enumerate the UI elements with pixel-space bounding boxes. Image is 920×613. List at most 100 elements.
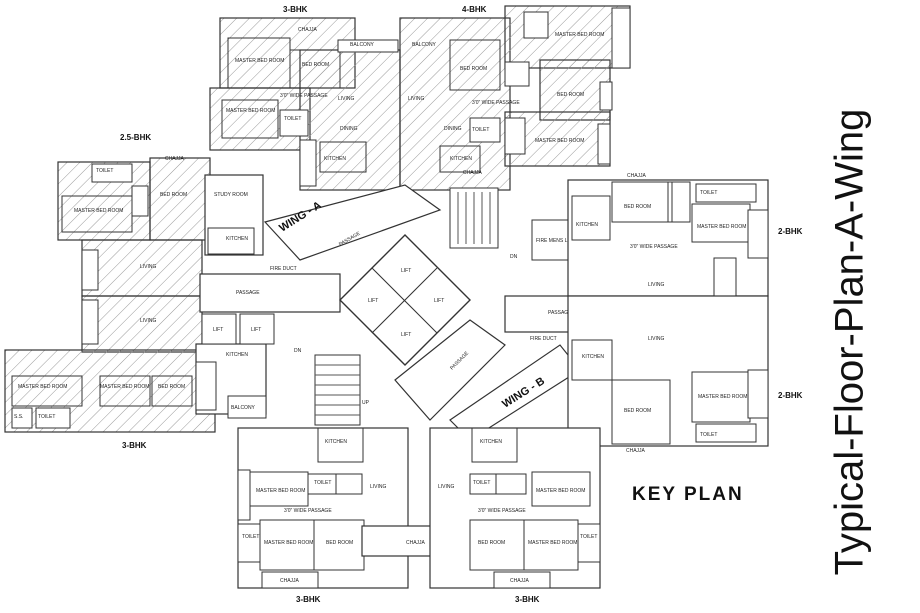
label-bed-room: BED ROOM [557, 92, 584, 98]
label-kitchen: KITCHEN [226, 236, 248, 242]
label-master-bed-room: MASTER BED ROOM [235, 58, 284, 64]
label-kitchen: KITCHEN [226, 352, 248, 358]
label-balcony: BALCONY [350, 42, 375, 48]
label-bed-room: BED ROOM [460, 66, 487, 72]
label-bed-room: BED ROOM [624, 204, 651, 210]
page-title: Typical-Floor-Plan-A-Wing [827, 108, 872, 576]
label-master-bed-room: MASTER BED ROOM [698, 394, 747, 400]
flat-type-bottom-left: 3-BHK [122, 441, 147, 450]
label-chajja: CHAJJA [626, 448, 646, 454]
label-fire-mens-lift: FIRE MENS LIFT [536, 238, 575, 244]
label-balcony: BALCONY [231, 405, 256, 411]
label-wide-passage: 3'0" WIDE PASSAGE [630, 244, 678, 250]
label-bed-room: BED ROOM [160, 192, 187, 198]
label-wide-passage: 3'0" WIDE PASSAGE [284, 508, 332, 514]
label-chajja: CHAJJA [627, 173, 647, 179]
label-toilet: TOILET [314, 480, 331, 486]
label-toilet: TOILET [284, 116, 301, 122]
label-bed-room: BED ROOM [478, 540, 505, 546]
label-fire-duct: FIRE DUCT [530, 336, 557, 342]
label-toilet: TOILET [242, 534, 259, 540]
label-master-bed-room: MASTER BED ROOM [74, 208, 123, 214]
label-living: LIVING [140, 318, 157, 324]
label-dn: DN [294, 348, 302, 354]
label-ss: S.S. [14, 414, 23, 420]
unit-bottom-3bhk-1: KITCHEN LIVING MASTER BED ROOM TOILET 3'… [237, 427, 409, 589]
flat-type-bottom-2: 3-BHK [515, 595, 540, 604]
unit-right-bottom-2bhk: LIVING KITCHEN BED ROOM MASTER BED ROOM … [567, 295, 769, 454]
unit-top-left-3bhk: CHAJJA BALCONY MASTER BED ROOM BED ROOM … [209, 17, 401, 191]
label-lift: LIFT [401, 268, 411, 274]
unit-left-2.5bhk: CHAJJA TOILET MASTER BED ROOM BED ROOM S… [57, 156, 264, 297]
label-toilet: TOILET [96, 168, 113, 174]
label-wide-passage: 3'0" WIDE PASSAGE [478, 508, 526, 514]
label-living: LIVING [140, 264, 157, 270]
label-living: LIVING [408, 96, 425, 102]
label-lift: LIFT [401, 332, 411, 338]
label-passage: PASSAGE [548, 310, 572, 316]
label-kitchen: KITCHEN [480, 439, 502, 445]
label-bed-room: BED ROOM [302, 62, 329, 68]
unit-bottom-3bhk-2: KITCHEN LIVING TOILET MASTER BED ROOM 3'… [429, 427, 601, 589]
label-lift: LIFT [251, 327, 261, 333]
label-living: LIVING [438, 484, 455, 490]
flat-type-bottom-1: 3-BHK [296, 595, 321, 604]
label-dining: DINING [444, 126, 462, 132]
label-living: LIVING [370, 484, 387, 490]
label-chajja: CHAJJA [406, 540, 426, 546]
label-toilet: TOILET [473, 480, 490, 486]
label-master-bed-room: MASTER BED ROOM [226, 108, 275, 114]
label-lift: LIFT [368, 298, 378, 304]
label-master-bed-room: MASTER BED ROOM [555, 32, 604, 38]
label-kitchen: KITCHEN [582, 354, 604, 360]
label-living: LIVING [648, 336, 665, 342]
key-plan-label: KEY PLAN [632, 484, 744, 505]
flat-type-top-right: 4-BHK [462, 5, 487, 14]
label-master-bed-room: MASTER BED ROOM [264, 540, 313, 546]
label-lift: LIFT [213, 327, 223, 333]
label-master-bed-room: MASTER BED ROOM [18, 384, 67, 390]
label-passage: PASSAGE [236, 290, 260, 296]
label-kitchen: KITCHEN [325, 439, 347, 445]
central-core: WING - A PASSAGE PASSAGE LIFT LIFT LIFT … [199, 184, 626, 441]
label-kitchen: KITCHEN [576, 222, 598, 228]
label-master-bed-room: MASTER BED ROOM [100, 384, 149, 390]
label-balcony: BALCONY [412, 42, 437, 48]
unit-bottom-left-3bhk: LIVING MASTER BED ROOM MASTER BED ROOM B… [4, 295, 267, 433]
flat-type-left: 2.5-BHK [120, 133, 151, 142]
label-bed-room: BED ROOM [158, 384, 185, 390]
label-living: LIVING [648, 282, 665, 288]
label-dining: DINING [340, 126, 358, 132]
label-kitchen: KITCHEN [324, 156, 346, 162]
flat-type-top-left: 3-BHK [283, 5, 308, 14]
label-master-bed-room: MASTER BED ROOM [535, 138, 584, 144]
label-chajja: CHAJJA [510, 578, 530, 584]
flat-type-right-top: 2-BHK [778, 227, 803, 236]
label-chajja: CHAJJA [463, 170, 483, 176]
unit-top-right-4bhk: BALCONY LIVING DINING BED ROOM 3'0" WIDE… [399, 5, 631, 191]
label-master-bed-room: MASTER BED ROOM [536, 488, 585, 494]
label-chajja: CHAJJA [280, 578, 300, 584]
label-toilet: TOILET [38, 414, 55, 420]
label-living: LIVING [338, 96, 355, 102]
flat-type-right-bottom: 2-BHK [778, 391, 803, 400]
label-master-bed-room: MASTER BED ROOM [256, 488, 305, 494]
label-toilet: TOILET [700, 190, 717, 196]
label-bed-room: BED ROOM [624, 408, 651, 414]
label-up: UP [362, 400, 370, 406]
title-container: Typical-Floor-Plan-A-Wing [790, 92, 910, 592]
label-wide-passage: 3'0" WIDE PASSAGE [280, 93, 328, 99]
label-chajja: CHAJJA [165, 156, 185, 162]
label-toilet: TOILET [700, 432, 717, 438]
label-toilet: TOILET [580, 534, 597, 540]
label-master-bed-room: MASTER BED ROOM [528, 540, 577, 546]
label-toilet: TOILET [472, 127, 489, 133]
label-dn: DN [510, 254, 518, 260]
label-lift: LIFT [434, 298, 444, 304]
label-chajja: CHAJJA [298, 27, 318, 33]
label-study-room: STUDY ROOM [214, 192, 248, 198]
label-kitchen: KITCHEN [450, 156, 472, 162]
label-fire-duct: FIRE DUCT [270, 266, 297, 272]
label-wide-passage: 3'0" WIDE PASSAGE [472, 100, 520, 106]
